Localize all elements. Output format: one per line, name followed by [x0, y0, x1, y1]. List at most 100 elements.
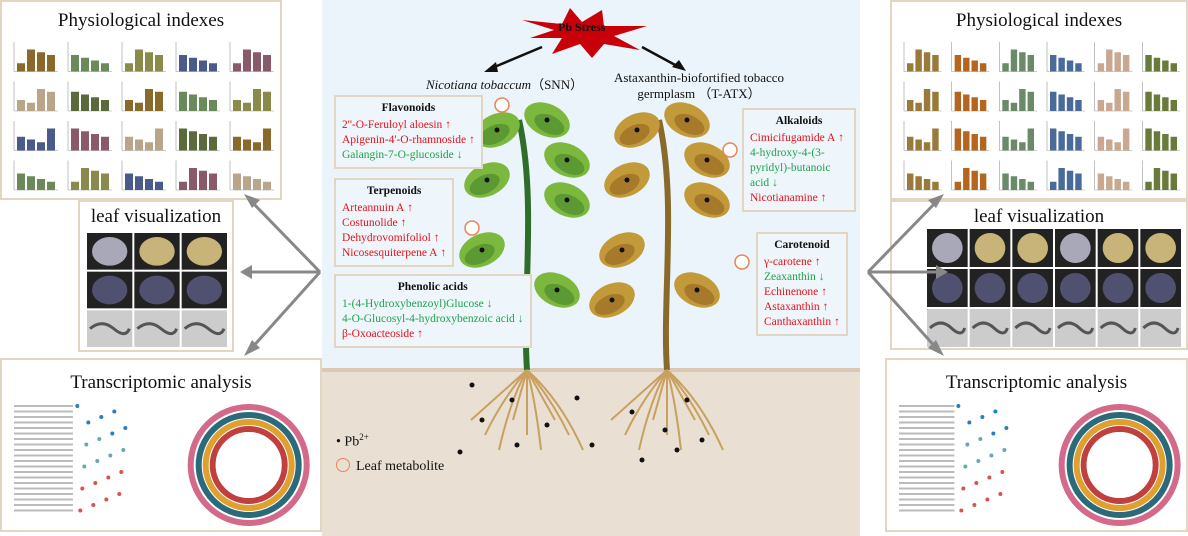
tatx-line1: Astaxanthin-biofortified tobacco	[613, 70, 785, 85]
metabolite-item: 4-hydroxy-4-(3-pyridyl)-butanoic acid↓	[750, 147, 831, 189]
left-physiological-panel: Physiological indexes	[0, 0, 282, 200]
arrow-up-icon: ↑	[400, 217, 407, 229]
box-title: Carotenoid	[774, 239, 830, 251]
metabolite-item: Nicosesquiterpene A↑	[342, 247, 447, 259]
species-name: Nicotiana tobaccum	[426, 77, 532, 92]
stress-arrows	[484, 45, 686, 72]
arrow-up-icon: ↑	[433, 232, 440, 244]
arrow-down-icon: ↓	[772, 177, 778, 189]
pb-particle	[457, 449, 463, 455]
snn-code: （SNN）	[531, 77, 584, 92]
legend-metabolite-text: Leaf metabolite	[356, 459, 445, 474]
metabolite-item: Zeaxanthin↓	[764, 271, 825, 283]
pb-particle	[479, 417, 485, 423]
soil-background	[322, 368, 860, 536]
panel-title: leaf visualization	[90, 206, 222, 227]
right-physiological-panel: Physiological indexes	[890, 0, 1188, 200]
metabolite-item: Astaxanthin↑	[764, 301, 829, 313]
box-title: Flavonoids	[381, 102, 436, 114]
arrow-up-icon: ↑	[838, 132, 845, 144]
arrow-down-icon: ↓	[486, 298, 493, 310]
metabolite-item: Dehydrovomifoliol↑	[342, 232, 440, 244]
metabolite-icon	[734, 254, 750, 270]
physiological-bar-charts	[8, 38, 278, 196]
arrow-up-icon: ↑	[469, 134, 475, 146]
arrow-up-icon: ↑	[822, 301, 829, 313]
pb-particle	[662, 427, 668, 433]
arrow-up-icon: ↑	[821, 286, 828, 298]
enrichment-plots	[10, 400, 316, 530]
connector-arrows	[866, 194, 948, 356]
metabolite-item: Nicotianamine↑	[750, 192, 827, 204]
pb-particle	[544, 422, 550, 428]
tatx-label: Astaxanthin-biofortified tobacco germpla…	[604, 70, 794, 102]
metabolite-item: Galangin-7-O-glucoside↓	[342, 149, 463, 161]
right-transcriptomic-panel: Transcriptomic analysis	[885, 358, 1188, 532]
metabolite-item: Apigenin-4'-O-rhamnoside↑	[342, 134, 475, 146]
legend-pb-text: Pb	[344, 434, 360, 450]
left-leaf-panel: leaf visualization	[78, 200, 234, 352]
pb-particle	[629, 409, 635, 415]
metabolite-item: γ-carotene↑	[764, 256, 821, 268]
pb-particle	[684, 397, 690, 403]
pb-particle	[674, 447, 680, 453]
metabolite-item: Cimicifugamide A↑	[750, 132, 845, 144]
tatx-line2: germplasm （T-ATX）	[637, 86, 761, 101]
metabolite-item: Arteannuin A↑	[342, 202, 414, 214]
box-title: Alkaloids	[775, 115, 823, 127]
leaf-images	[926, 228, 1182, 348]
arrow-up-icon: ↑	[814, 256, 821, 268]
arrow-down-icon: ↓	[517, 313, 524, 325]
metabolite-item: 2''-O-Feruloyl aloesin↑	[342, 119, 452, 131]
legend-metabolite: Leaf metabolite	[336, 458, 444, 475]
pb-particle	[699, 437, 705, 443]
leaf-images	[86, 232, 228, 348]
snn-label: Nicotiana tobaccum（SNN）	[426, 74, 583, 93]
physiological-bar-charts	[898, 38, 1184, 196]
panel-title: leaf visualization	[973, 206, 1105, 227]
box-title: Phenolic acids	[397, 281, 468, 293]
panel-title: Transcriptomic analysis	[70, 372, 252, 393]
pb-particle	[639, 457, 645, 463]
metabolite-item: Costunolide↑	[342, 217, 407, 229]
pb-particle	[514, 442, 520, 448]
metabolite-icon	[464, 220, 480, 236]
arrow-up-icon: ↑	[820, 192, 827, 204]
arrow-down-icon: ↓	[456, 149, 463, 161]
pb-particle	[509, 397, 515, 403]
pb-stress-burst	[522, 8, 647, 58]
pb-particle	[574, 395, 580, 401]
flavonoids-box: Flavonoids 2''-O-Feruloyl aloesin↑ Apigeni…	[334, 95, 483, 169]
pb-stress-label: Pb Stress	[558, 20, 606, 34]
legend-pb-sup: 2+	[359, 432, 369, 442]
left-transcriptomic-panel: Transcriptomic analysis	[0, 358, 322, 532]
box-title: Terpenoids	[366, 185, 422, 197]
legend-pb: • Pb2+	[336, 432, 369, 450]
center-diagram: Pb Stress Nicotiana tobaccum（SNN） Astaxa…	[322, 0, 860, 536]
arrow-up-icon: ↑	[834, 316, 840, 328]
carotenoid-box: Carotenoid γ-carotene↑ Zeaxanthin↓ Echineno…	[756, 232, 848, 336]
connector-arrows	[240, 194, 322, 356]
panel-title: Physiological indexes	[955, 10, 1123, 31]
panel-title: Physiological indexes	[57, 10, 225, 31]
panel-title: Transcriptomic analysis	[945, 372, 1128, 393]
enrichment-plots	[895, 400, 1183, 530]
pb-particle	[469, 382, 475, 388]
metabolite-icon	[722, 142, 738, 158]
metabolite-item: Echinenone↑	[764, 286, 828, 298]
metabolite-item: Canthaxanthin↑	[764, 316, 840, 328]
metabolite-icon	[494, 97, 510, 113]
metabolite-item: 1-(4-Hydroxybenzoyl)Glucose↓	[342, 298, 493, 310]
metabolite-item: β-Oxoacteoside↑	[342, 328, 424, 340]
phenolic-acids-box: Phenolic acids 1-(4-Hydroxybenzoyl)Glucos…	[334, 274, 532, 348]
arrow-down-icon: ↓	[818, 271, 825, 283]
right-leaf-panel: leaf visualization	[890, 200, 1188, 350]
pb-particle	[589, 442, 595, 448]
arrow-up-icon: ↑	[440, 247, 447, 259]
arrow-up-icon: ↑	[407, 202, 414, 214]
arrow-up-icon: ↑	[417, 328, 424, 340]
metabolite-icon	[336, 458, 350, 472]
arrow-up-icon: ↑	[445, 119, 452, 131]
